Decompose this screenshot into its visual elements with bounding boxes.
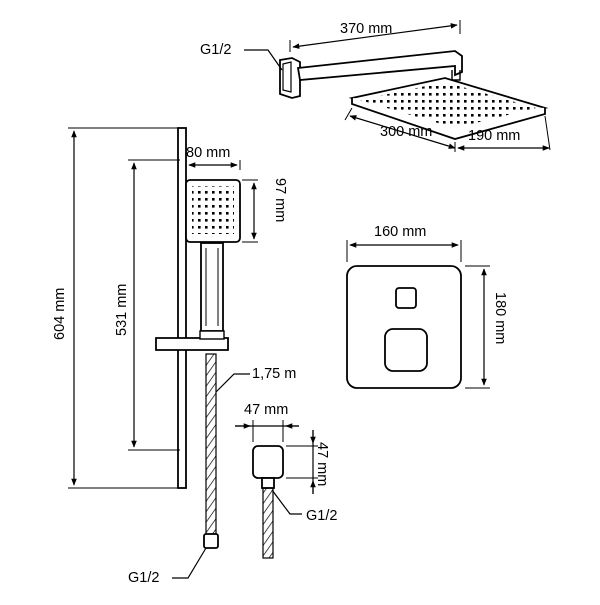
outlet-hose: [262, 487, 274, 559]
slide-rail: [177, 127, 187, 489]
slider-holder: [155, 337, 229, 351]
rail-inlet-leader: [172, 547, 207, 579]
hand-width-label: 80 mm: [186, 145, 230, 161]
wall-outlet-body: [252, 445, 284, 479]
head-inlet-label: G1/2: [200, 42, 231, 58]
outlet-thread-label: G1/2: [306, 508, 337, 524]
plate-width-label: 160 mm: [374, 224, 426, 240]
hose-length-leader: [215, 373, 250, 393]
wall-outlet: [235, 420, 318, 559]
rail-set: [68, 127, 258, 579]
wall-bracket: [279, 57, 301, 99]
shower-arm: [296, 50, 463, 81]
outlet-nipple: [261, 477, 275, 489]
hand-shower-handle: [200, 242, 224, 332]
hose-nut: [203, 533, 219, 549]
outlet-thread-leader: [271, 489, 302, 515]
arm-length-dim-line: [292, 23, 458, 49]
rail-height-label: 604 mm: [52, 288, 68, 340]
head-width-label: 190 mm: [468, 128, 520, 144]
rail-inlet-label: G1/2: [128, 570, 159, 586]
control-plate: [346, 240, 490, 389]
outlet-width-label: 47 mm: [244, 402, 288, 418]
diverter-button: [395, 287, 417, 309]
shower-hose: [205, 353, 217, 535]
head-inlet-leader: [244, 49, 283, 71]
head-shower: [244, 20, 551, 152]
hose-length-label: 1,75 m: [252, 366, 296, 382]
control-plate-body: [346, 265, 462, 389]
head-length-label: 300 mm: [380, 124, 432, 140]
mixer-handle: [384, 328, 428, 372]
nozzle-grid: [360, 82, 536, 128]
outlet-height-label: 47 mm: [314, 442, 330, 486]
plate-height-label: 180 mm: [492, 292, 508, 344]
slide-height-label: 531 mm: [114, 284, 130, 336]
arm-length-label: 370 mm: [340, 21, 392, 37]
hand-height-label: 97 mm: [272, 178, 288, 222]
head-length-dim-line: [349, 115, 456, 149]
